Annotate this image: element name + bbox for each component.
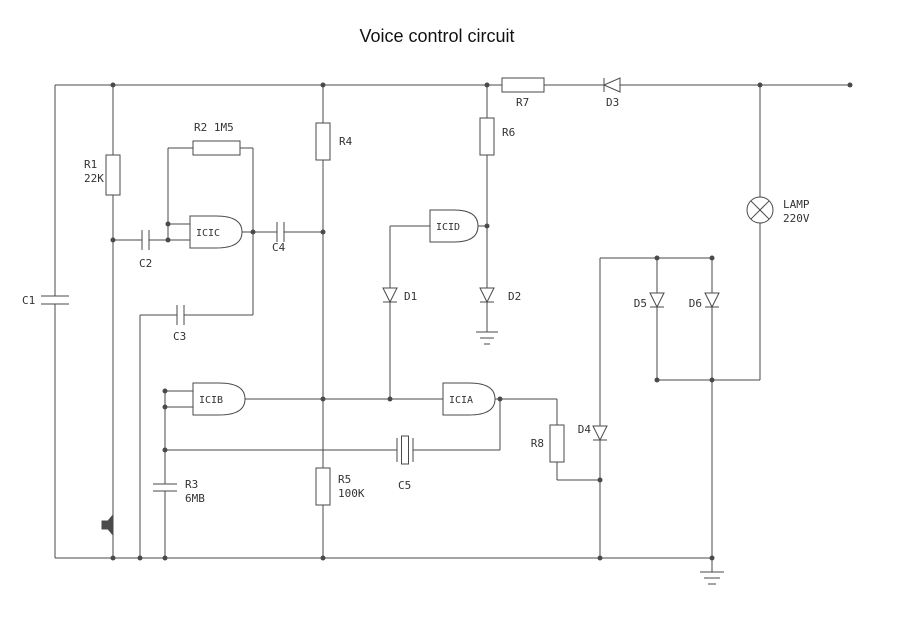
diode-d5: D5 — [634, 292, 665, 310]
label-c3: C3 — [173, 330, 186, 343]
label-d2: D2 — [508, 290, 521, 303]
diode-d1: D1 — [382, 287, 417, 304]
label-gate-icic: ICIC — [196, 228, 220, 239]
resistor-r1: R1 22K — [84, 154, 121, 196]
gate-icib: ICIB — [192, 382, 246, 416]
label-c4: C4 — [272, 241, 286, 254]
junction-dots — [110, 82, 853, 561]
label-d3: D3 — [606, 96, 619, 109]
resistor-r8: R8 — [531, 424, 565, 463]
label-lamp-name: LAMP — [783, 198, 810, 211]
resistor-r5: R5 100K — [315, 467, 365, 506]
label-d4: D4 — [578, 423, 592, 436]
capacitor-c3: C3 — [173, 305, 186, 343]
wire-layer — [54, 84, 850, 572]
label-r5-name: R5 — [338, 473, 351, 486]
label-lamp-value: 220V — [783, 212, 810, 225]
gate-icic: ICIC — [189, 215, 243, 249]
ground-symbol-d2 — [476, 331, 498, 345]
label-r1-value: 22K — [84, 172, 104, 185]
label-gate-icia: ICIA — [449, 395, 473, 406]
page-title: Voice control circuit — [359, 26, 514, 46]
label-d6: D6 — [689, 297, 702, 310]
ground-symbol-main — [700, 571, 724, 585]
label-c1: C1 — [22, 294, 35, 307]
label-d5: D5 — [634, 297, 647, 310]
capacitor-c5: C5 — [396, 435, 414, 492]
label-r3-value: 6MB — [185, 492, 205, 505]
gate-icid: ICID — [429, 209, 479, 243]
label-c5: C5 — [398, 479, 411, 492]
resistor-r2: R2 1M5 — [192, 121, 241, 156]
diode-d4: D4 — [578, 423, 608, 442]
capacitor-c1: C1 — [22, 294, 69, 307]
resistor-r3: R3 6MB — [153, 478, 205, 505]
label-r5-value: 100K — [338, 487, 365, 500]
lamp: LAMP 220V — [746, 196, 810, 225]
resistor-r7: R7 — [501, 77, 545, 109]
gate-icia: ICIA — [442, 382, 496, 416]
label-r7: R7 — [516, 96, 529, 109]
label-r8: R8 — [531, 437, 544, 450]
label-gate-icib: ICIB — [199, 395, 223, 406]
diode-d2: D2 — [479, 287, 521, 304]
diode-d6: D6 — [689, 292, 720, 310]
speaker-icon — [101, 513, 114, 537]
label-r6: R6 — [502, 126, 515, 139]
capacitor-c2: C2 — [139, 230, 152, 270]
label-gate-icid: ICID — [436, 222, 460, 233]
diode-d3: D3 — [602, 77, 621, 109]
label-r3-name: R3 — [185, 478, 198, 491]
resistor-r6: R6 — [479, 117, 515, 156]
label-r1-name: R1 — [84, 158, 97, 171]
label-r2: R2 1M5 — [194, 121, 234, 134]
label-c2: C2 — [139, 257, 152, 270]
label-r4: R4 — [339, 135, 353, 148]
resistor-r4: R4 — [315, 122, 353, 161]
label-d1: D1 — [404, 290, 417, 303]
capacitor-c4: C4 — [272, 222, 286, 254]
